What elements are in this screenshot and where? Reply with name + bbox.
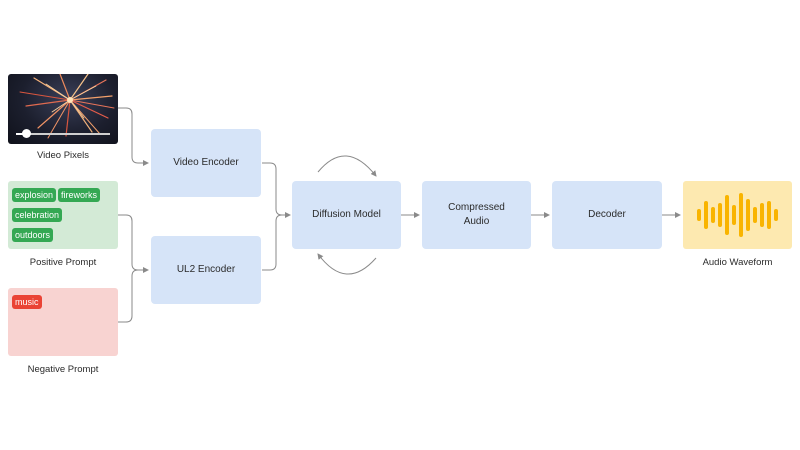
tag-explosion: explosion bbox=[12, 188, 57, 202]
connector-ul2-to-diffusion bbox=[262, 214, 283, 271]
tag-music: music bbox=[12, 295, 42, 309]
compressed-audio-block: Compressed Audio bbox=[422, 181, 531, 249]
tag-outdoors: outdoors bbox=[12, 228, 54, 242]
connector-negative-to-ul2 bbox=[118, 269, 139, 323]
video-thumbnail bbox=[8, 74, 118, 144]
tag-celebration: celebration bbox=[12, 208, 63, 222]
diffusion-model-label: Diffusion Model bbox=[312, 209, 381, 220]
connector-video-encoder-to-diffusion bbox=[262, 162, 291, 218]
compressed-audio-label-line1: Compressed bbox=[448, 202, 505, 213]
connector-video-to-encoder bbox=[118, 107, 149, 166]
negative-prompt-box: music bbox=[8, 288, 118, 356]
video-progress-track[interactable] bbox=[16, 133, 110, 135]
decoder-label: Decoder bbox=[588, 209, 626, 220]
loop-arrow-top bbox=[317, 155, 377, 177]
ul2-encoder-block: UL2 Encoder bbox=[151, 236, 261, 304]
loop-arrow-bottom bbox=[317, 253, 377, 275]
positive-prompt-caption: Positive Prompt bbox=[29, 257, 97, 268]
video-encoder-label: Video Encoder bbox=[173, 157, 239, 168]
negative-prompt-caption: Negative Prompt bbox=[27, 364, 99, 375]
audio-waveform-caption: Audio Waveform bbox=[702, 257, 773, 268]
video-encoder-block: Video Encoder bbox=[151, 129, 261, 197]
waveform-icon bbox=[697, 193, 778, 237]
tag-fireworks: fireworks bbox=[58, 188, 101, 202]
fireworks-image bbox=[19, 74, 115, 139]
connector-positive-to-ul2 bbox=[118, 214, 149, 273]
audio-waveform-box bbox=[683, 181, 792, 249]
ul2-encoder-label: UL2 Encoder bbox=[176, 264, 236, 275]
video-scrubber-handle[interactable] bbox=[22, 129, 31, 138]
diffusion-model-block: Diffusion Model bbox=[292, 181, 401, 249]
compressed-audio-label-line2: Audio bbox=[463, 216, 490, 227]
decoder-block: Decoder bbox=[552, 181, 662, 249]
video-pixels-caption: Video Pixels bbox=[36, 150, 90, 161]
